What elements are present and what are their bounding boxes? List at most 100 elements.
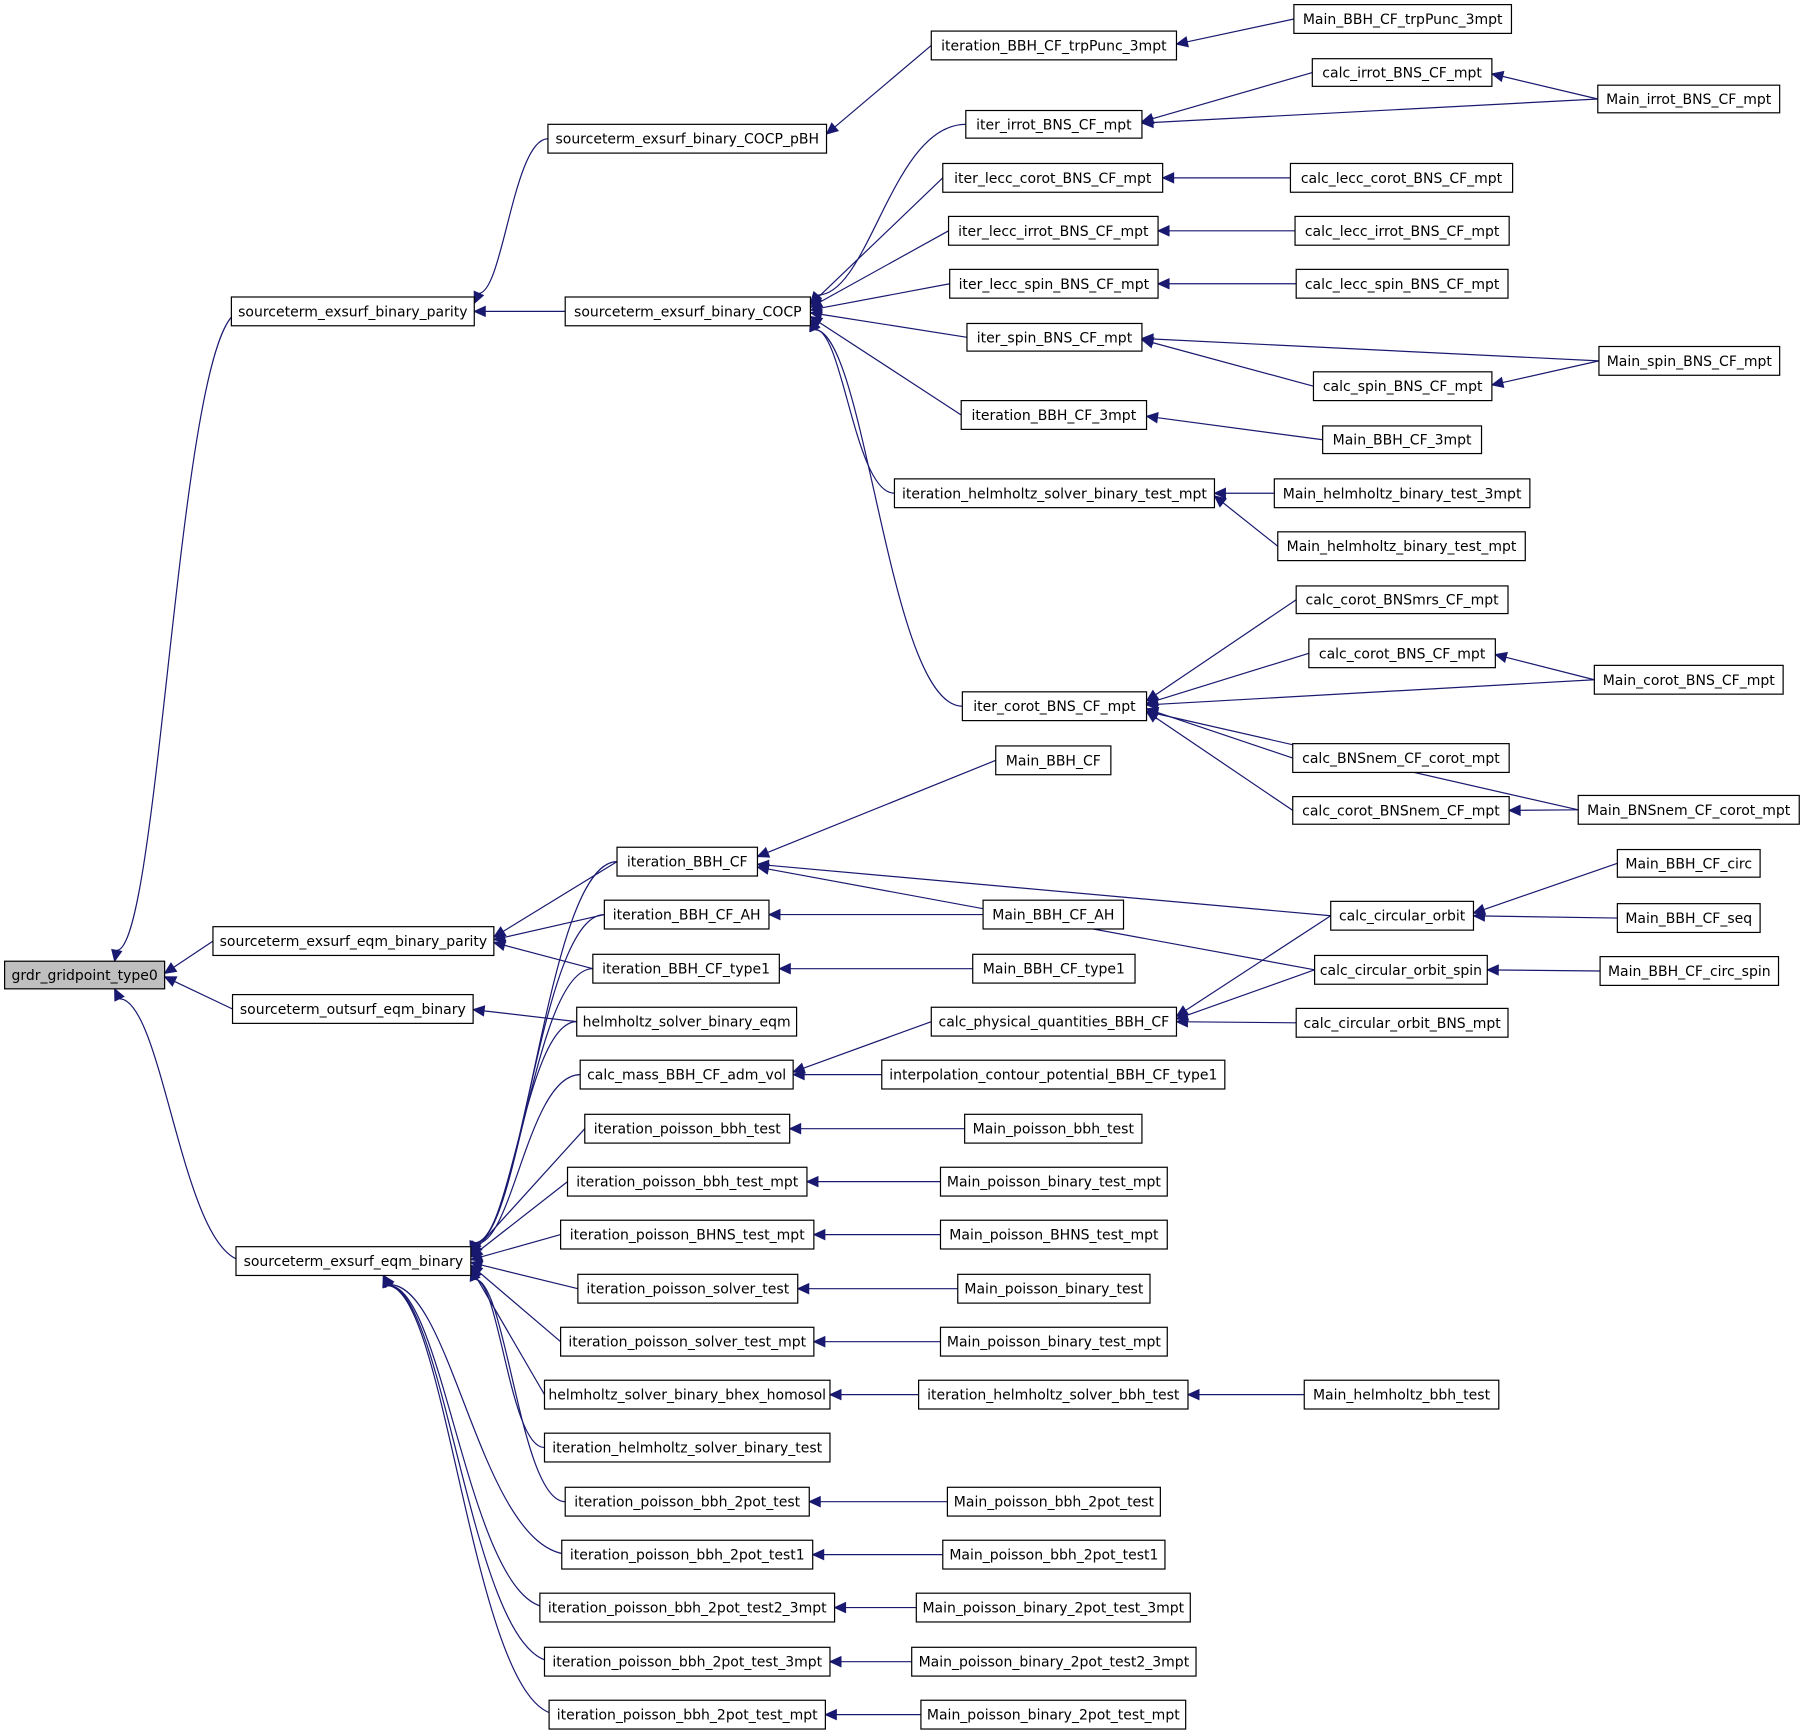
graph-node[interactable]: helmholtz_solver_binary_bhex_homosol	[543, 1379, 831, 1410]
graph-node[interactable]: calc_lecc_irrot_BNS_CF_mpt	[1294, 215, 1510, 246]
node-box[interactable]	[1295, 1007, 1509, 1038]
node-box[interactable]	[1598, 345, 1781, 376]
graph-node[interactable]: Main_poisson_binary_2pot_test2_3mpt	[911, 1646, 1197, 1677]
node-box[interactable]	[939, 1166, 1168, 1197]
node-box[interactable]	[231, 993, 474, 1024]
node-box[interactable]	[1599, 956, 1780, 986]
node-box[interactable]	[915, 1592, 1191, 1623]
graph-node[interactable]: calc_lecc_spin_BNS_CF_mpt	[1295, 268, 1509, 299]
graph-node[interactable]: Main_corot_BNS_CF_mpt	[1593, 664, 1784, 695]
graph-node[interactable]: iter_lecc_irrot_BNS_CF_mpt	[947, 215, 1159, 246]
graph-node[interactable]: Main_helmholtz_binary_test_mpt	[1277, 531, 1526, 562]
node-box[interactable]	[982, 899, 1125, 930]
graph-node[interactable]: Main_BBH_CF_type1	[972, 953, 1136, 984]
node-box[interactable]	[881, 1059, 1226, 1090]
node-box[interactable]	[939, 1326, 1168, 1357]
node-box[interactable]	[1295, 585, 1509, 615]
graph-node[interactable]: sourceterm_exsurf_binary_COCP	[564, 296, 812, 327]
node-box[interactable]	[616, 846, 759, 877]
node-box[interactable]	[1616, 848, 1761, 878]
node-box[interactable]	[1330, 900, 1475, 931]
graph-node[interactable]: Main_poisson_bbh_2pot_test1	[942, 1539, 1166, 1570]
node-box[interactable]	[4, 960, 166, 990]
graph-node[interactable]: calc_BNSnem_CF_corot_mpt	[1292, 743, 1510, 774]
graph-node[interactable]: sourceterm_exsurf_binary_COCP_pBH	[547, 123, 828, 154]
graph-node[interactable]: iteration_BBH_CF	[616, 846, 759, 877]
node-box[interactable]	[964, 1113, 1143, 1144]
graph-node[interactable]: calc_corot_BNSmrs_CF_mpt	[1295, 585, 1509, 615]
graph-node[interactable]: calc_irrot_BNS_CF_mpt	[1311, 58, 1493, 87]
node-box[interactable]	[1322, 425, 1483, 455]
graph-node[interactable]: Main_poisson_bbh_test	[964, 1113, 1143, 1144]
node-box[interactable]	[942, 162, 1164, 193]
graph-node[interactable]: calc_circular_orbit	[1330, 900, 1475, 931]
node-box[interactable]	[230, 296, 475, 327]
graph-node[interactable]: iteration_BBH_CF_type1	[592, 953, 780, 984]
graph-node[interactable]: iteration_BBH_CF_trpPunc_3mpt	[930, 30, 1178, 61]
node-box[interactable]	[995, 745, 1112, 776]
graph-node[interactable]: Main_helmholtz_bbh_test	[1303, 1379, 1500, 1410]
graph-node[interactable]: iteration_poisson_bbh_2pot_test_mpt	[548, 1699, 826, 1730]
node-box[interactable]	[1303, 1379, 1500, 1410]
node-box[interactable]	[1292, 795, 1510, 825]
graph-node[interactable]: Main_poisson_binary_2pot_test_mpt	[920, 1699, 1187, 1730]
graph-node[interactable]: Main_BBH_CF_trpPunc_3mpt	[1293, 4, 1513, 34]
node-box[interactable]	[960, 399, 1148, 430]
graph-node[interactable]: sourceterm_exsurf_binary_parity	[230, 296, 475, 327]
node-box[interactable]	[1293, 4, 1513, 34]
graph-node[interactable]: Main_poisson_BHNS_test_mpt	[939, 1219, 1168, 1250]
graph-node[interactable]: Main_BBH_CF	[995, 745, 1112, 776]
graph-node[interactable]: iteration_BBH_CF_3mpt	[960, 399, 1148, 430]
node-box[interactable]	[920, 1699, 1187, 1730]
graph-node[interactable]: Main_poisson_binary_2pot_test_3mpt	[915, 1592, 1191, 1623]
graph-node[interactable]: iteration_poisson_bbh_test_mpt	[566, 1166, 808, 1197]
node-box[interactable]	[1312, 371, 1493, 402]
node-box[interactable]	[1577, 794, 1800, 825]
node-box[interactable]	[564, 1486, 810, 1517]
node-box[interactable]	[1616, 903, 1761, 934]
node-box[interactable]	[1314, 954, 1488, 985]
node-box[interactable]	[972, 953, 1136, 984]
graph-node[interactable]: calc_circular_orbit_spin	[1314, 954, 1488, 985]
graph-node[interactable]: Main_BBH_CF_circ_spin	[1599, 956, 1780, 986]
graph-node[interactable]: iter_lecc_spin_BNS_CF_mpt	[949, 268, 1159, 299]
graph-node[interactable]: iteration_BBH_CF_AH	[603, 899, 770, 930]
node-box[interactable]	[939, 1219, 1168, 1250]
graph-node[interactable]: Main_irrot_BNS_CF_mpt	[1597, 84, 1781, 114]
node-box[interactable]	[235, 1246, 472, 1277]
graph-node[interactable]: helmholtz_solver_binary_eqm	[576, 1006, 798, 1037]
graph-node[interactable]: Main_spin_BNS_CF_mpt	[1598, 345, 1781, 376]
graph-node[interactable]: Main_BBH_CF_circ	[1616, 848, 1761, 878]
graph-node[interactable]: sourceterm_exsurf_eqm_binary	[235, 1246, 472, 1277]
node-box[interactable]	[947, 215, 1159, 246]
node-box[interactable]	[212, 926, 495, 957]
graph-node[interactable]: calc_mass_BBH_CF_adm_vol	[579, 1059, 794, 1090]
node-box[interactable]	[561, 1539, 814, 1570]
graph-node[interactable]: Main_poisson_binary_test	[957, 1273, 1151, 1304]
node-box[interactable]	[592, 953, 780, 984]
node-box[interactable]	[577, 1273, 799, 1304]
node-box[interactable]	[957, 1273, 1151, 1304]
node-box[interactable]	[961, 691, 1148, 722]
node-box[interactable]	[930, 1006, 1178, 1037]
graph-node[interactable]: sourceterm_exsurf_eqm_binary_parity	[212, 926, 495, 957]
graph-node[interactable]: sourceterm_outsurf_eqm_binary	[231, 993, 474, 1024]
node-box[interactable]	[560, 1326, 815, 1357]
graph-node[interactable]: iteration_helmholtz_solver_binary_test	[543, 1432, 831, 1463]
node-box[interactable]	[1289, 162, 1514, 193]
node-box[interactable]	[1294, 215, 1510, 246]
node-box[interactable]	[603, 899, 770, 930]
node-box[interactable]	[1311, 58, 1493, 87]
graph-node[interactable]: iteration_poisson_bbh_test	[584, 1113, 791, 1144]
node-box[interactable]	[543, 1646, 831, 1677]
node-box[interactable]	[543, 1379, 831, 1410]
graph-node[interactable]: iteration_helmholtz_solver_bbh_test	[918, 1379, 1189, 1410]
node-box[interactable]	[584, 1113, 791, 1144]
node-box[interactable]	[539, 1592, 836, 1623]
node-box[interactable]	[1597, 84, 1781, 114]
graph-node[interactable]: Main_BNSnem_CF_corot_mpt	[1577, 794, 1800, 825]
graph-node[interactable]: iter_irrot_BNS_CF_mpt	[965, 109, 1143, 139]
node-box[interactable]	[547, 123, 828, 154]
node-box[interactable]	[918, 1379, 1189, 1410]
node-box[interactable]	[1292, 743, 1510, 774]
